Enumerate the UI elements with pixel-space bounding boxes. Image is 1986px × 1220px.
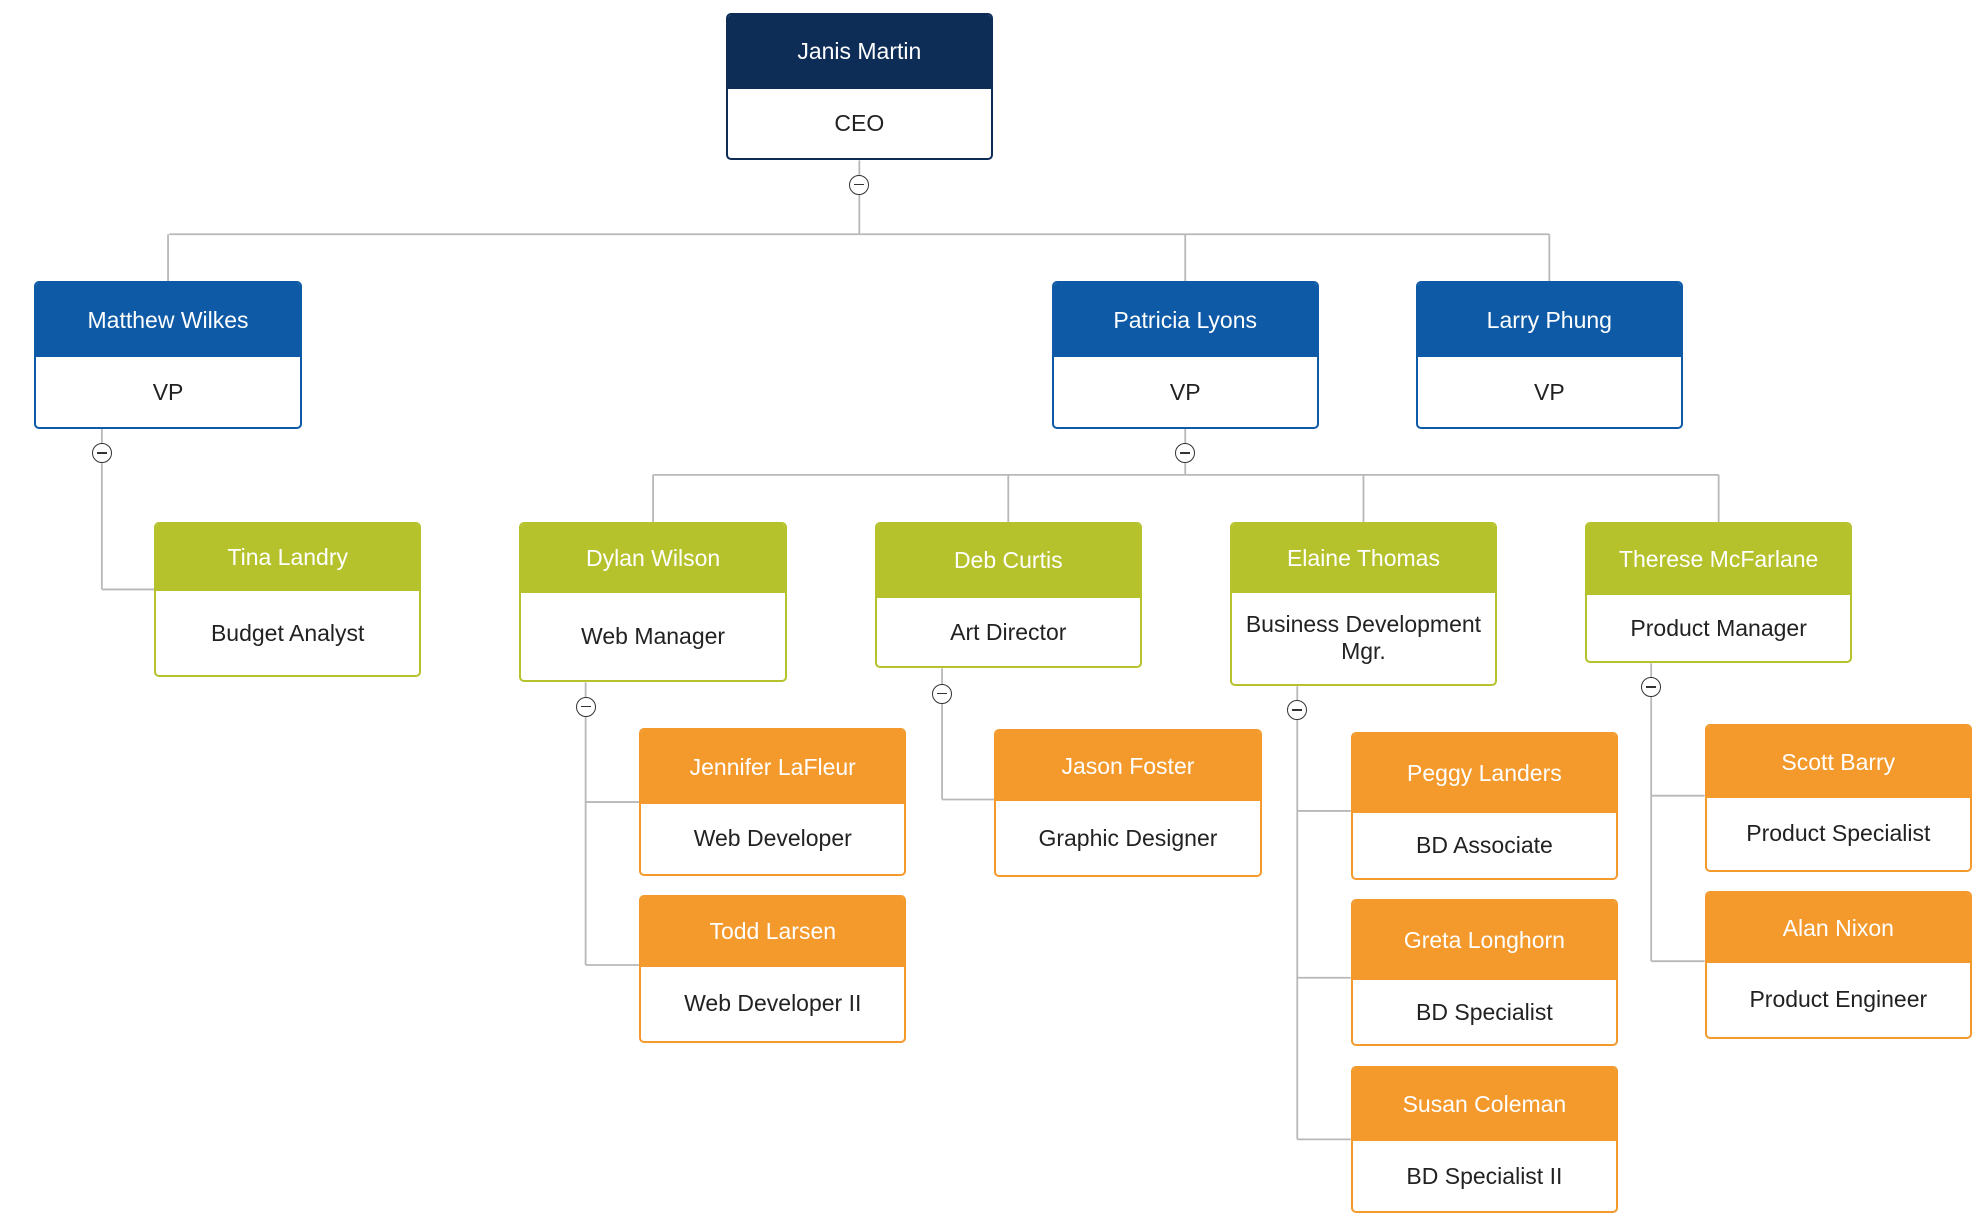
node-name: Todd Larsen [641, 896, 905, 967]
node-name: Alan Nixon [1706, 893, 1970, 964]
node-name: Scott Barry [1706, 726, 1970, 798]
node-name: Matthew Wilkes [36, 283, 300, 358]
node-name: Therese McFarlane [1586, 523, 1851, 596]
node-name: Patricia Lyons [1053, 283, 1317, 358]
org-node-peggy[interactable]: Peggy Landers BD Associate [1350, 732, 1619, 880]
node-name: Dylan Wilson [521, 523, 785, 593]
collapse-patricia-icon[interactable] [1175, 443, 1196, 464]
collapse-matthew-icon[interactable] [91, 443, 112, 464]
node-name: Jason Foster [996, 731, 1260, 802]
node-role: CEO [834, 109, 885, 136]
node-name: Janis Martin [727, 14, 991, 89]
collapse-therese-icon[interactable] [1641, 677, 1662, 698]
collapse-elaine-icon[interactable] [1287, 700, 1308, 721]
node-role: Web Manager [581, 623, 726, 650]
node-role: VP [1533, 378, 1565, 405]
node-role: Web Developer [693, 825, 852, 852]
node-role: BD Associate [1416, 831, 1553, 858]
node-role: Budget Analyst [210, 619, 365, 646]
node-role: Web Developer II [684, 990, 862, 1017]
node-role: VP [152, 378, 184, 405]
node-role: Art Director [950, 618, 1067, 645]
node-role: BD Specialist [1416, 998, 1553, 1025]
node-name: Elaine Thomas [1231, 523, 1496, 593]
node-name: Deb Curtis [876, 523, 1140, 598]
node-name: Greta Longhorn [1352, 900, 1617, 980]
org-node-susan[interactable]: Susan Coleman BD Specialist II [1350, 1065, 1619, 1214]
node-role: Product Specialist [1746, 820, 1931, 847]
node-name: Susan Coleman [1352, 1067, 1617, 1142]
collapse-dylan-icon[interactable] [575, 696, 596, 717]
node-role: BD Specialist II [1406, 1162, 1563, 1189]
node-name: Larry Phung [1417, 283, 1681, 358]
collapse-deb-icon[interactable] [932, 683, 953, 704]
node-name: Tina Landry [156, 523, 420, 592]
collapse-janis-icon[interactable] [849, 174, 870, 195]
node-role: Product Manager [1630, 614, 1807, 641]
node-role: Product Engineer [1749, 986, 1928, 1013]
node-name: Jennifer LaFleur [641, 730, 905, 805]
node-role: VP [1169, 378, 1201, 405]
node-name: Peggy Landers [1352, 734, 1617, 813]
org-node-greta[interactable]: Greta Longhorn BD Specialist [1350, 898, 1619, 1047]
node-role: Business Development Mgr. [1245, 611, 1482, 665]
node-role: Graphic Designer [1038, 824, 1218, 851]
